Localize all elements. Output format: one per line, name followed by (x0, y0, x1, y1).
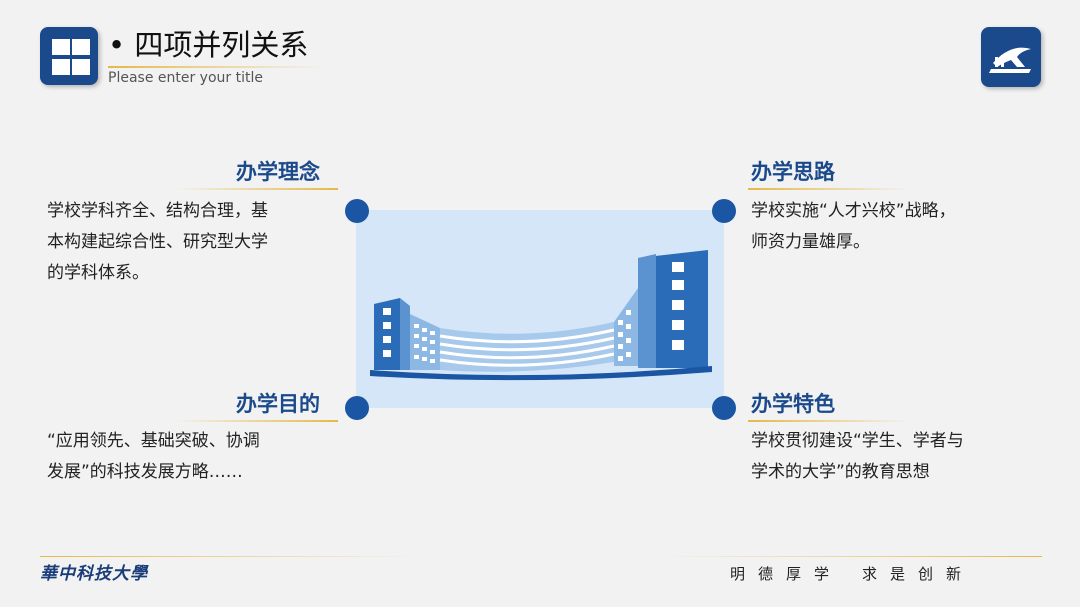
heading-underline (748, 188, 910, 190)
section-grid-icon (40, 27, 98, 85)
heading-underline (176, 188, 338, 190)
corner-dot-bottom-left (345, 396, 369, 420)
approach-text: 学校实施“人才兴校”战略， 师资力量雄厚。 (751, 201, 956, 252)
heading-philosophy: 办学理念 (236, 160, 320, 184)
corner-dot-bottom-right (712, 396, 736, 420)
corner-dot-top-left (345, 199, 369, 223)
heading-underline (748, 420, 910, 422)
corner-dot-top-right (712, 199, 736, 223)
building-illustration-panel (356, 210, 724, 408)
heading-underline (176, 420, 338, 422)
feature-text: 学校贯彻建设“学生、学者与 学术的大学”的教育思想 (751, 431, 964, 482)
heading-approach: 办学思路 (751, 160, 835, 184)
purpose-text: “应用领先、基础突破、协调 发展”的科技发展方略…… (47, 431, 260, 482)
title-underline (108, 66, 323, 68)
building-illustration (370, 250, 712, 381)
page-title: • 四项并列关系 (108, 28, 309, 62)
page-subtitle: Please enter your title (108, 70, 263, 86)
heading-feature: 办学特色 (751, 392, 835, 416)
hust-logo-icon (981, 27, 1041, 87)
footer-divider-right (660, 556, 1042, 557)
footer-divider-left (40, 556, 420, 557)
philosophy-text: 学校学科齐全、结构合理，基 本构建起综合性、研究型大学 的学科体系。 (47, 201, 268, 283)
university-motto: 明德厚学求是创新 (730, 565, 975, 583)
university-name: 華中科技大學 (40, 564, 148, 584)
heading-purpose: 办学目的 (236, 392, 320, 416)
